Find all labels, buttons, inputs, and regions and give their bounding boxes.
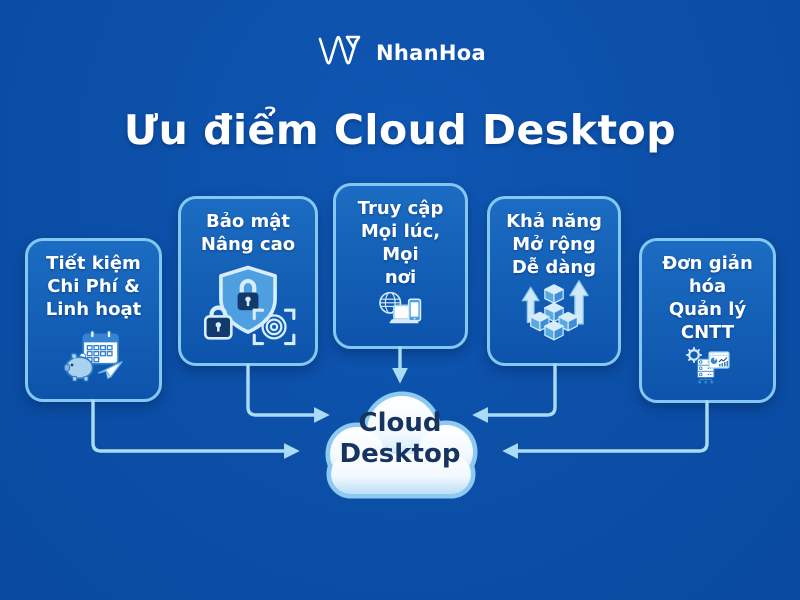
piggy-bank-calendar-paper-plane-icon [63, 330, 123, 382]
benefit-card-scalability: Khả năng Mở rộng Dễ dàng [487, 196, 621, 366]
connector-cost-saving [91, 399, 300, 459]
brand-logo: NhanHoa [0, 32, 800, 74]
brand-name: NhanHoa [376, 41, 486, 65]
benefit-label: Tiết kiệm Chi Phí & Linh hoạt [45, 253, 142, 320]
cloud-desktop-node: Cloud Desktop [308, 384, 492, 506]
page-title: Ưu điểm Cloud Desktop [123, 106, 677, 154]
benefit-label: Truy cập Mọi lúc, Mọi nơi [357, 198, 444, 288]
connector-simplified-it [502, 400, 709, 459]
benefit-card-access: Truy cập Mọi lúc, Mọi nơi [333, 183, 468, 349]
globe-laptop-phone-icon [378, 291, 421, 324]
benefit-card-simplified-it: Đơn giản hóa Quản lý CNTT [639, 238, 776, 403]
nhanhoa-w-logo-icon [318, 35, 361, 65]
benefit-label: Đơn giản hóa Quản lý CNTT [662, 253, 753, 343]
benefit-label: Bảo mật Nâng cao [200, 211, 296, 255]
shield-lock-fingerprint-icon [203, 265, 296, 346]
benefit-card-security: Bảo mật Nâng cao [178, 196, 318, 366]
cubes-growth-arrows-icon [521, 280, 589, 341]
cloud-shape-icon [325, 391, 478, 499]
benefit-card-cost-saving: Tiết kiệm Chi Phí & Linh hoạt [25, 238, 162, 402]
cloud-label: Cloud Desktop [339, 408, 461, 469]
gear-server-dashboard-icon [685, 347, 730, 384]
benefit-label: Khả năng Mở rộng Dễ dàng [506, 211, 602, 278]
